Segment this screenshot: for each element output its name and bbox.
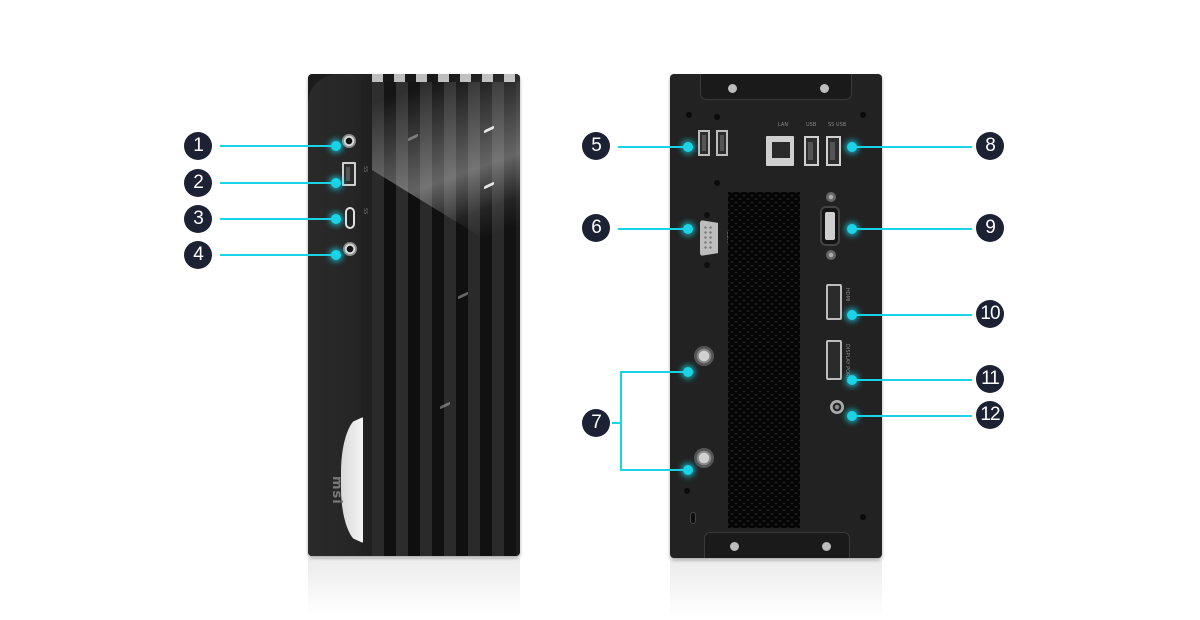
mount-hole (704, 212, 710, 218)
callout-badge-6: 6 (582, 214, 610, 242)
callout-bracket-7 (620, 371, 622, 471)
callout-dot-12 (847, 411, 857, 421)
usb-c-label: SS (362, 208, 368, 215)
callout-dot-11 (847, 375, 857, 385)
mount-hole (714, 114, 720, 120)
lan-label: LAN (778, 122, 789, 128)
callout-line-1 (220, 145, 336, 147)
com-serial-port (700, 220, 718, 256)
callout-badge-9: 9 (976, 214, 1004, 242)
displayport-label: DISPLAY PORT (844, 344, 850, 380)
callout-line-4 (220, 254, 336, 256)
screw (822, 542, 831, 551)
vga-port (820, 206, 840, 246)
screw (730, 542, 739, 551)
callout-badge-12: 12 (976, 401, 1004, 429)
usb-2-port-a (698, 130, 710, 156)
callout-line-7 (612, 422, 622, 424)
callout-line-12 (852, 415, 972, 417)
kensington-lock-slot (690, 512, 696, 524)
callout-line-11 (852, 379, 972, 381)
usb-3-port (826, 136, 841, 166)
callout-dot-6 (683, 224, 693, 234)
usb2-label: USB (806, 122, 817, 128)
callout-dot-10 (847, 310, 857, 320)
callout-line-6 (618, 228, 688, 230)
screw (820, 84, 829, 93)
callout-line-5 (618, 146, 688, 148)
usb-c-port (345, 207, 355, 229)
callout-dot-1 (331, 141, 341, 151)
callout-badge-3: 3 (184, 205, 212, 233)
callout-line-9 (852, 228, 972, 230)
callout-line-3 (220, 218, 336, 220)
headphone-jack (342, 134, 356, 148)
front-stripes (372, 74, 520, 556)
callout-badge-11: 11 (976, 365, 1004, 393)
usb-port (804, 136, 819, 166)
rear-top-bracket (700, 74, 852, 100)
usb-a-label: SS (362, 166, 368, 173)
usb-2-port-b (716, 130, 728, 156)
mount-hole (684, 488, 690, 494)
usb3-label: SS USB (828, 122, 847, 128)
front-reflection (308, 558, 520, 620)
mount-hole (714, 180, 720, 186)
callout-dot-9 (847, 224, 857, 234)
callout-line-8 (852, 146, 972, 148)
callout-badge-2: 2 (184, 169, 212, 197)
callout-badge-1: 1 (184, 132, 212, 160)
hdmi-label: HDMI (844, 288, 850, 302)
callout-badge-4: 4 (184, 241, 212, 269)
callout-dot-3 (331, 214, 341, 224)
usb-a-port (342, 162, 356, 186)
ventilation-grille (728, 192, 800, 528)
callout-badge-8: 8 (976, 132, 1004, 160)
callout-line-2 (220, 182, 336, 184)
front-top-cap (372, 74, 520, 82)
callout-line-7b (620, 469, 688, 471)
vga-screw (826, 250, 836, 260)
callout-line-7a (620, 371, 688, 373)
callout-dot-7b (683, 465, 693, 475)
msi-logo-badge (341, 417, 363, 543)
callout-dot-8 (847, 142, 857, 152)
hdmi-port (826, 284, 842, 320)
rear-chassis: LAN USB SS USB COM HDMI DISPLAY PORT (670, 74, 882, 558)
mount-hole (686, 112, 692, 118)
callout-badge-5: 5 (582, 132, 610, 160)
antenna-connector-2 (694, 448, 714, 468)
rear-reflection (670, 560, 882, 620)
dc-power-jack (830, 400, 844, 414)
mount-hole (860, 514, 866, 520)
microphone-jack (343, 242, 357, 256)
callout-dot-5 (683, 142, 693, 152)
msi-logo: msi (329, 476, 344, 505)
mount-hole (704, 262, 710, 268)
callout-badge-7: 7 (582, 409, 610, 437)
screw (728, 84, 737, 93)
lan-port (766, 136, 794, 166)
callout-line-10 (852, 314, 972, 316)
callout-dot-7a (683, 367, 693, 377)
front-chassis: SS SS msi (308, 74, 520, 556)
vga-screw (826, 192, 836, 202)
callout-badge-10: 10 (976, 300, 1004, 328)
callout-dot-2 (331, 178, 341, 188)
displayport (826, 340, 842, 380)
mount-hole (860, 112, 866, 118)
antenna-connector-1 (694, 346, 714, 366)
callout-dot-4 (331, 250, 341, 260)
